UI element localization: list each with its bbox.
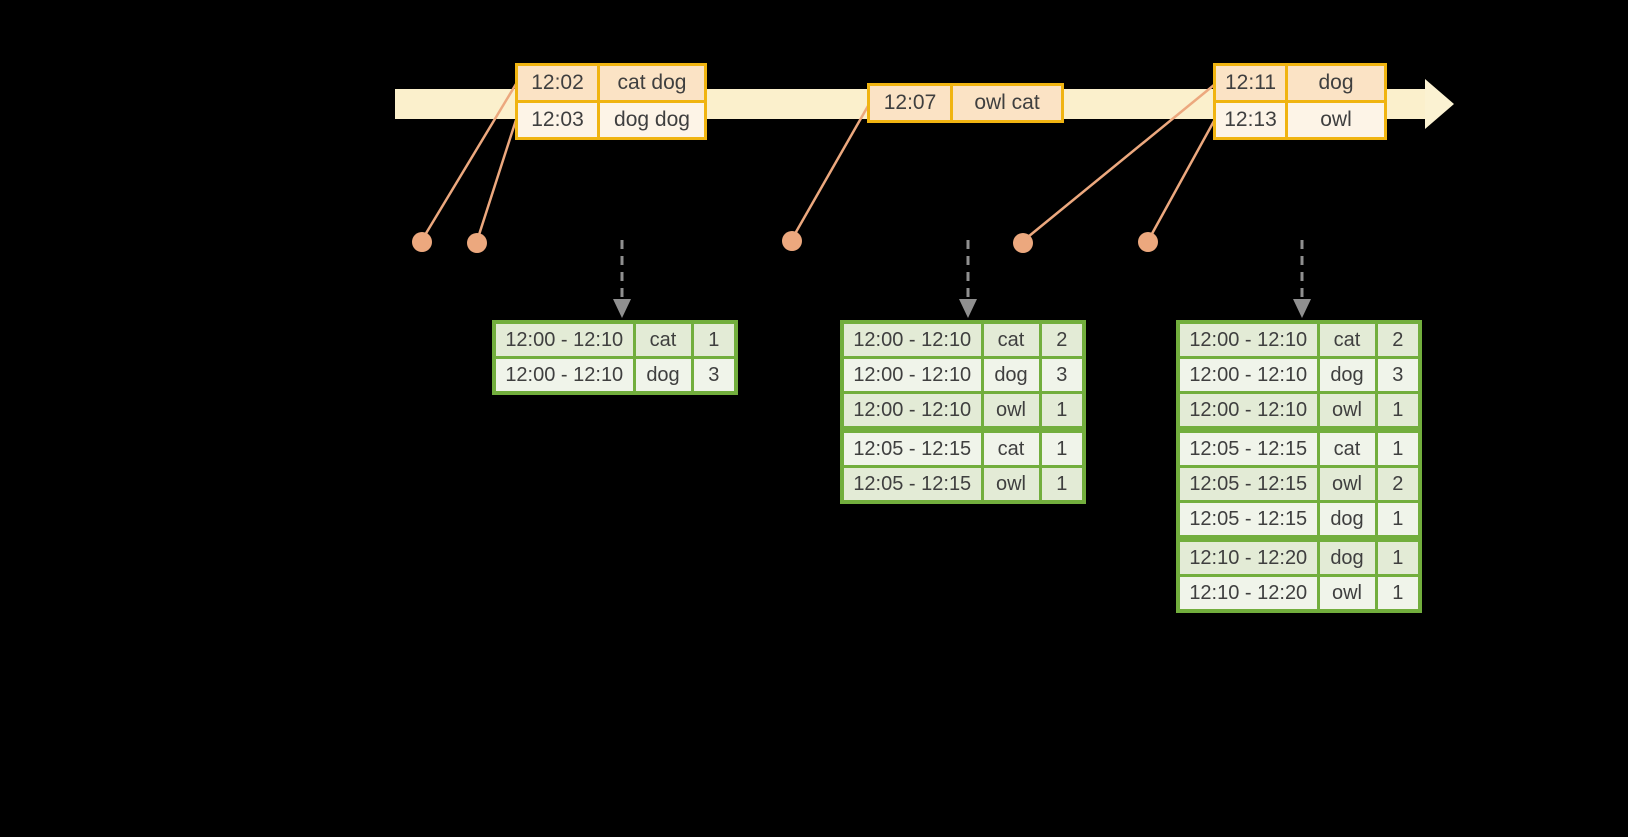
- event-table-2: 12:07 owl cat: [867, 83, 1064, 123]
- connector-12-02: [420, 83, 518, 241]
- event-dots: [412, 231, 1158, 253]
- count-cell: 2: [1038, 320, 1086, 359]
- trigger-arrows: [613, 240, 1311, 318]
- word-cell: dog: [632, 356, 694, 395]
- event-connectors: [420, 83, 1216, 242]
- count-cell: 1: [1038, 465, 1086, 504]
- event-dot-12-03: [467, 233, 487, 253]
- event-words-cell: dog dog: [597, 100, 707, 140]
- window-cell: 12:05 - 12:15: [1176, 428, 1320, 468]
- count-cell: 1: [690, 320, 738, 359]
- count-cell: 2: [1374, 465, 1422, 503]
- word-cell: cat: [1316, 320, 1378, 359]
- word-cell: dog: [980, 356, 1042, 394]
- count-cell: 1: [1374, 574, 1422, 613]
- word-cell: dog: [1316, 537, 1378, 577]
- window-cell: 12:00 - 12:10: [840, 391, 984, 433]
- count-cell: 3: [1038, 356, 1086, 394]
- window-cell: 12:10 - 12:20: [1176, 574, 1320, 613]
- event-words-cell: owl cat: [950, 83, 1064, 123]
- word-cell: dog: [1316, 500, 1378, 542]
- connector-12-07: [790, 105, 870, 240]
- count-cell: 1: [1374, 391, 1422, 433]
- window-cell: 12:00 - 12:10: [840, 356, 984, 394]
- event-time-cell: 12:07: [867, 83, 953, 123]
- event-dot-12-07: [782, 231, 802, 251]
- word-cell: cat: [632, 320, 694, 359]
- event-words-cell: dog: [1285, 63, 1387, 103]
- connector-12-03: [475, 119, 518, 242]
- word-cell: owl: [1316, 465, 1378, 503]
- count-cell: 3: [690, 356, 738, 395]
- window-cell: 12:05 - 12:15: [840, 465, 984, 504]
- connector-12-13: [1146, 120, 1216, 242]
- result-table-2: 12:00 - 12:10 cat 2 12:00 - 12:10 dog 3 …: [840, 320, 1086, 504]
- count-cell: 1: [1038, 428, 1086, 468]
- window-cell: 12:00 - 12:10: [1176, 320, 1320, 359]
- event-dot-12-13: [1138, 232, 1158, 252]
- word-cell: owl: [980, 465, 1042, 504]
- event-time-cell: 12:11: [1213, 63, 1288, 103]
- count-cell: 2: [1374, 320, 1422, 359]
- timeline-arrowhead-icon: [1425, 79, 1454, 129]
- event-table-1: 12:02 cat dog 12:03 dog dog: [515, 63, 707, 140]
- dashed-arrowhead-3-icon: [1293, 299, 1311, 318]
- window-cell: 12:00 - 12:10: [1176, 391, 1320, 433]
- window-cell: 12:00 - 12:10: [492, 356, 636, 395]
- event-time-cell: 12:03: [515, 100, 600, 140]
- count-cell: 1: [1038, 391, 1086, 433]
- dashed-arrowhead-2-icon: [959, 299, 977, 318]
- window-cell: 12:10 - 12:20: [1176, 537, 1320, 577]
- word-cell: owl: [980, 391, 1042, 433]
- event-table-3: 12:11 dog 12:13 owl: [1213, 63, 1387, 140]
- word-cell: dog: [1316, 356, 1378, 394]
- result-table-3: 12:00 - 12:10 cat 2 12:00 - 12:10 dog 3 …: [1176, 320, 1422, 613]
- dashed-arrowhead-1-icon: [613, 299, 631, 318]
- word-cell: cat: [1316, 428, 1378, 468]
- event-time-cell: 12:13: [1213, 100, 1288, 140]
- window-cell: 12:00 - 12:10: [840, 320, 984, 359]
- word-cell: owl: [1316, 391, 1378, 433]
- event-words-cell: owl: [1285, 100, 1387, 140]
- count-cell: 1: [1374, 500, 1422, 542]
- window-cell: 12:05 - 12:15: [1176, 500, 1320, 542]
- window-cell: 12:05 - 12:15: [1176, 465, 1320, 503]
- window-cell: 12:05 - 12:15: [840, 428, 984, 468]
- count-cell: 3: [1374, 356, 1422, 394]
- count-cell: 1: [1374, 537, 1422, 577]
- word-cell: owl: [1316, 574, 1378, 613]
- event-dot-12-11: [1013, 233, 1033, 253]
- count-cell: 1: [1374, 428, 1422, 468]
- result-table-1: 12:00 - 12:10 cat 1 12:00 - 12:10 dog 3: [492, 320, 738, 395]
- word-cell: cat: [980, 320, 1042, 359]
- window-cell: 12:00 - 12:10: [1176, 356, 1320, 394]
- word-cell: cat: [980, 428, 1042, 468]
- event-words-cell: cat dog: [597, 63, 707, 103]
- connector-12-11: [1022, 84, 1215, 242]
- window-cell: 12:00 - 12:10: [492, 320, 636, 359]
- event-dot-12-02: [412, 232, 432, 252]
- event-time-cell: 12:02: [515, 63, 600, 103]
